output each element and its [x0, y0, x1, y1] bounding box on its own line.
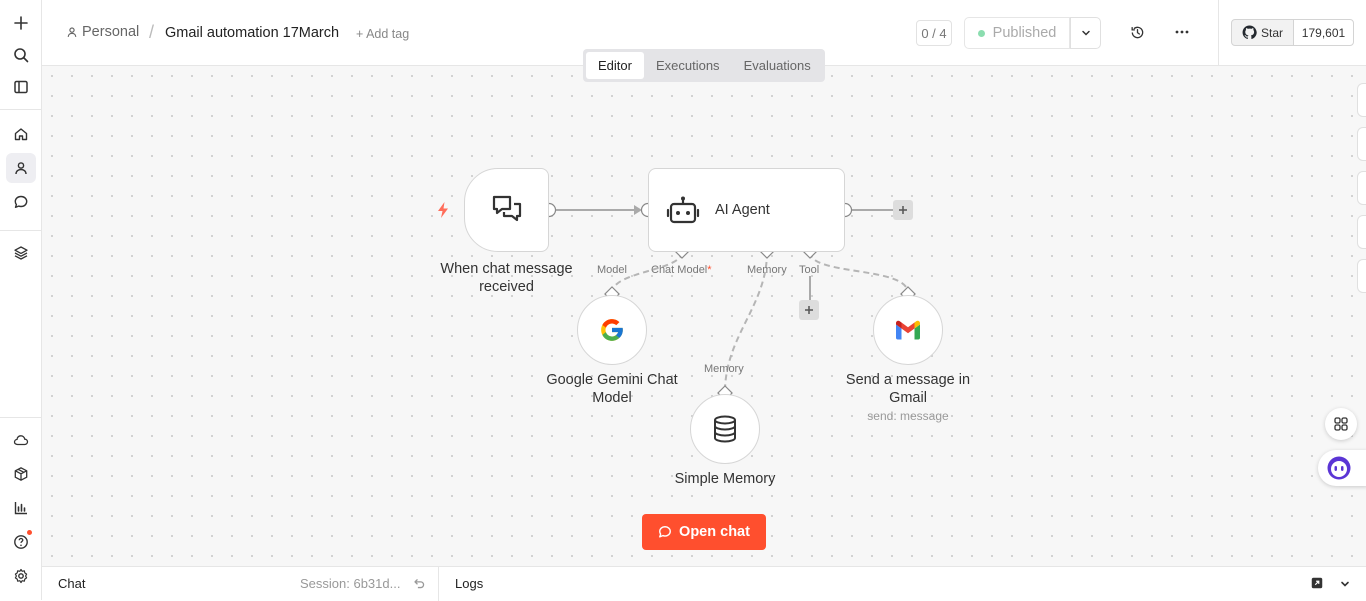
- assistant-bot-button[interactable]: [1318, 450, 1366, 486]
- chevron-down-icon[interactable]: [1339, 578, 1351, 590]
- home-icon[interactable]: [6, 119, 36, 149]
- database-icon: [712, 415, 738, 443]
- connections-layer: [541, 202, 916, 401]
- tab-executions[interactable]: Executions: [655, 58, 720, 73]
- search-icon[interactable]: [6, 40, 36, 70]
- chevron-down-icon: [1080, 27, 1092, 39]
- gmail-node-subtitle: send: message: [867, 409, 949, 423]
- open-chat-button[interactable]: Open chat: [642, 514, 766, 550]
- gmail-node-label: Send a message in Gmail: [845, 372, 971, 406]
- port-label-memory: Memory: [747, 264, 787, 276]
- package-icon[interactable]: [6, 459, 36, 489]
- pop-out-icon[interactable]: [1310, 576, 1324, 590]
- counter-text: 0 / 4: [921, 25, 947, 41]
- personal-user-icon[interactable]: [6, 153, 36, 183]
- chat-bubble-icon: [658, 525, 672, 539]
- bottom-divider: [438, 567, 439, 601]
- gmail-node[interactable]: [873, 295, 943, 365]
- published-status-dot: [977, 29, 985, 37]
- plus-icon: [804, 305, 814, 315]
- settings-gear-icon[interactable]: [6, 561, 36, 591]
- breadcrumb-project[interactable]: Personal: [82, 24, 140, 40]
- tab-evaluations[interactable]: Evaluations: [743, 58, 811, 73]
- breadcrumb-separator: /: [149, 22, 155, 42]
- header-divider: [1218, 0, 1219, 66]
- add-tool-button[interactable]: [799, 300, 819, 320]
- plus-icon[interactable]: [6, 8, 36, 38]
- view-tabs: Editor Executions Evaluations: [583, 49, 825, 82]
- required-marker: *: [707, 264, 712, 276]
- gemini-model-node[interactable]: [577, 295, 647, 365]
- ai-agent-label: AI Agent: [715, 202, 770, 218]
- simple-memory-node[interactable]: [690, 394, 760, 464]
- logs-panel-tab[interactable]: Logs: [455, 576, 484, 591]
- ai-assistant-button[interactable]: [1357, 259, 1366, 293]
- publish-button[interactable]: Published: [964, 17, 1070, 49]
- github-star-count[interactable]: 179,601: [1293, 19, 1354, 46]
- tab-editor[interactable]: Editor: [586, 52, 644, 79]
- google-g-icon: [599, 317, 625, 343]
- bottom-panel-bar: Chat Session: 6b31d... Logs: [42, 566, 1366, 601]
- panel-toggle-icon[interactable]: [6, 72, 36, 102]
- bot-face-icon: [1326, 455, 1352, 481]
- cloud-icon[interactable]: [6, 425, 36, 455]
- chat-model-text: Chat Model: [651, 264, 708, 276]
- notification-dot: [27, 530, 32, 535]
- trigger-node-label: When chat message received: [440, 261, 573, 295]
- port-label-tool: Tool: [799, 264, 820, 276]
- workflow-canvas[interactable]: When chat message received AI Agent Mode…: [42, 66, 1366, 566]
- sidebar-divider: [0, 109, 42, 110]
- github-star-button[interactable]: Star: [1231, 19, 1294, 46]
- gmail-icon: [894, 319, 922, 341]
- canvas-search-button[interactable]: [1357, 127, 1366, 161]
- publish-dropdown-button[interactable]: [1070, 17, 1101, 49]
- add-tag-button[interactable]: + Add tag: [356, 27, 410, 41]
- port-label-chat-model: Chat Model*: [651, 264, 712, 276]
- ai-agent-node[interactable]: AI Agent: [648, 168, 845, 252]
- session-id: Session: 6b31d...: [300, 576, 401, 591]
- robot-icon: [666, 195, 700, 225]
- model-connection: [611, 251, 683, 294]
- reset-session-icon[interactable]: [413, 577, 426, 590]
- more-options-icon[interactable]: [1174, 30, 1190, 34]
- trigger-node[interactable]: [464, 168, 549, 252]
- port-label-model: Model: [597, 264, 627, 276]
- workflow-name[interactable]: Gmail automation 17March: [165, 25, 340, 41]
- history-icon[interactable]: [1130, 25, 1145, 40]
- port-label-memory-input: Memory: [704, 363, 744, 375]
- connection-arrow: [634, 205, 642, 215]
- tool-connection: [809, 251, 909, 294]
- gemini-node-label: Google Gemini Chat Model: [546, 372, 678, 406]
- chat-icon: [489, 192, 525, 228]
- github-icon: [1242, 25, 1257, 40]
- trigger-bolt-icon: [436, 201, 450, 219]
- memory-node-label: Simple Memory: [674, 471, 776, 487]
- sticky-note-button[interactable]: [1357, 171, 1366, 205]
- left-sidebar: [0, 0, 42, 600]
- add-node-after-agent-button[interactable]: [893, 200, 913, 220]
- add-node-button[interactable]: [1357, 83, 1366, 117]
- toggle-panel-button[interactable]: [1357, 215, 1366, 249]
- sidebar-divider: [0, 417, 42, 418]
- sidebar-divider: [0, 230, 42, 231]
- grid-icon: [1333, 416, 1349, 432]
- plus-icon: [898, 205, 908, 215]
- layers-icon[interactable]: [6, 238, 36, 268]
- chat-panel-tab[interactable]: Chat: [58, 576, 86, 591]
- counter-badge: 0 / 4: [916, 20, 952, 46]
- publish-label: Published: [992, 25, 1057, 41]
- breadcrumb: Personal: [66, 24, 139, 40]
- open-chat-label: Open chat: [679, 524, 750, 540]
- apps-grid-button[interactable]: [1325, 408, 1357, 440]
- project-user-icon: [66, 26, 78, 38]
- help-icon[interactable]: [6, 527, 36, 557]
- insights-chart-icon[interactable]: [6, 493, 36, 523]
- github-star-label: Star: [1260, 25, 1283, 40]
- memory-connection: [724, 251, 768, 393]
- chat-bubble-icon[interactable]: [6, 187, 36, 217]
